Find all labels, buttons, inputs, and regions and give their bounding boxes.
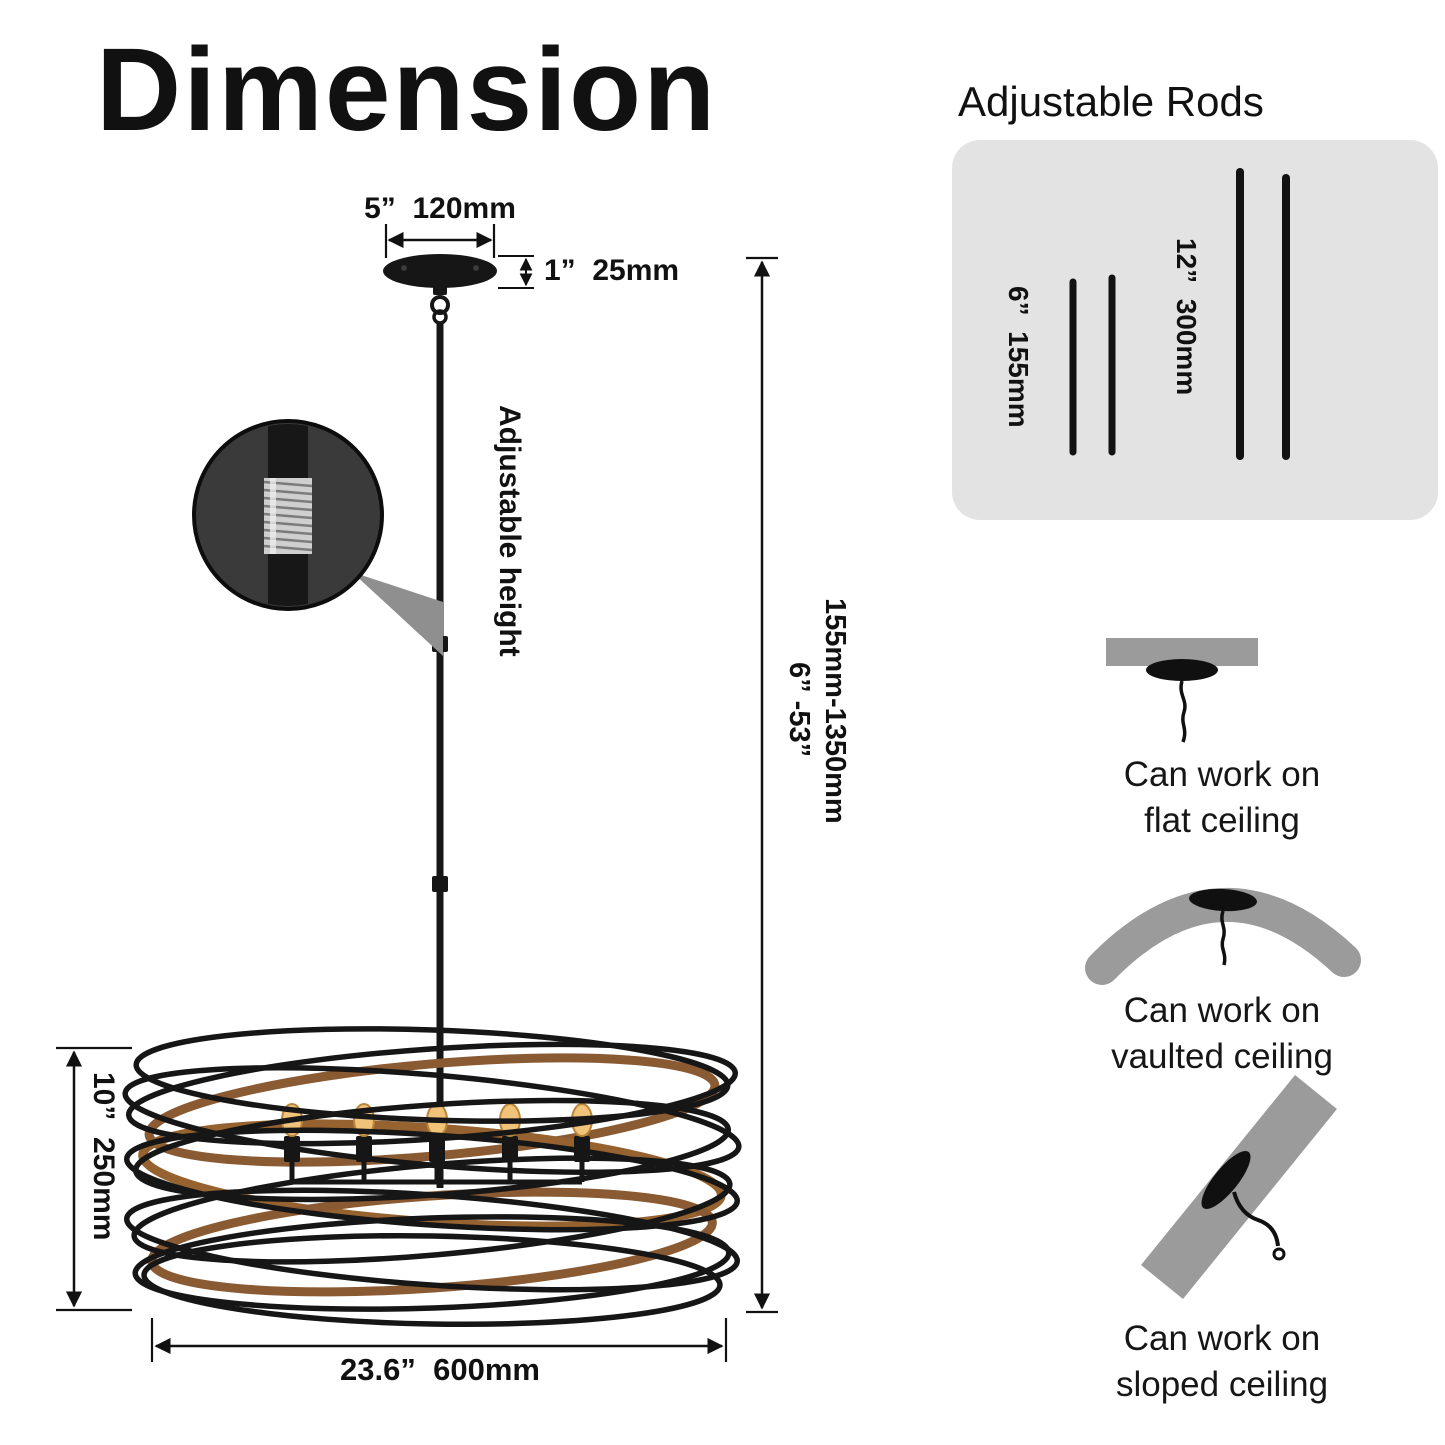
overall-height-dimension-line xyxy=(746,256,778,1314)
rod-short-label: 6” 155mm xyxy=(1003,286,1034,428)
page-title: Dimension xyxy=(96,24,718,156)
overall-height-inches-label: 6” -53” xyxy=(783,662,815,758)
sloped-ceiling-icon xyxy=(1141,1074,1337,1300)
shade-height-dimension-line xyxy=(56,1046,132,1312)
shade-width-label: 23.6” 600mm xyxy=(340,1352,540,1387)
sloped-ceiling-caption: Can work on sloped ceiling xyxy=(1115,1319,1329,1405)
canopy-height-label: 1” 25mm xyxy=(544,254,680,287)
drum-shade xyxy=(122,1026,742,1328)
vaulted-ceiling-icon xyxy=(1085,888,1361,985)
zoom-pointer xyxy=(352,572,443,656)
canopy-width-dimension-line xyxy=(384,224,496,258)
rod-long-label: 12” 300mm xyxy=(1171,238,1202,396)
overall-height-mm-label: 155mm-1350mm xyxy=(819,598,851,824)
ceiling-canopy xyxy=(383,254,497,325)
flat-ceiling-icon xyxy=(1106,638,1258,743)
vaulted-ceiling-caption: Can work on vaulted ceiling xyxy=(1111,991,1333,1077)
shade-width-dimension-line xyxy=(150,1318,728,1362)
flat-ceiling-caption: Can work on flat ceiling xyxy=(1123,755,1321,841)
adjustable-rods-heading: Adjustable Rods xyxy=(958,78,1264,125)
canopy-width-label: 5” 120mm xyxy=(364,192,516,225)
adjustable-height-label: Adjustable height xyxy=(493,405,526,657)
rods-panel xyxy=(952,140,1438,520)
canopy-height-dimension-line xyxy=(498,255,534,289)
thread-detail-zoom xyxy=(192,419,384,611)
hanging-rod xyxy=(432,322,448,1188)
shade-height-label: 10” 250mm xyxy=(87,1072,120,1241)
